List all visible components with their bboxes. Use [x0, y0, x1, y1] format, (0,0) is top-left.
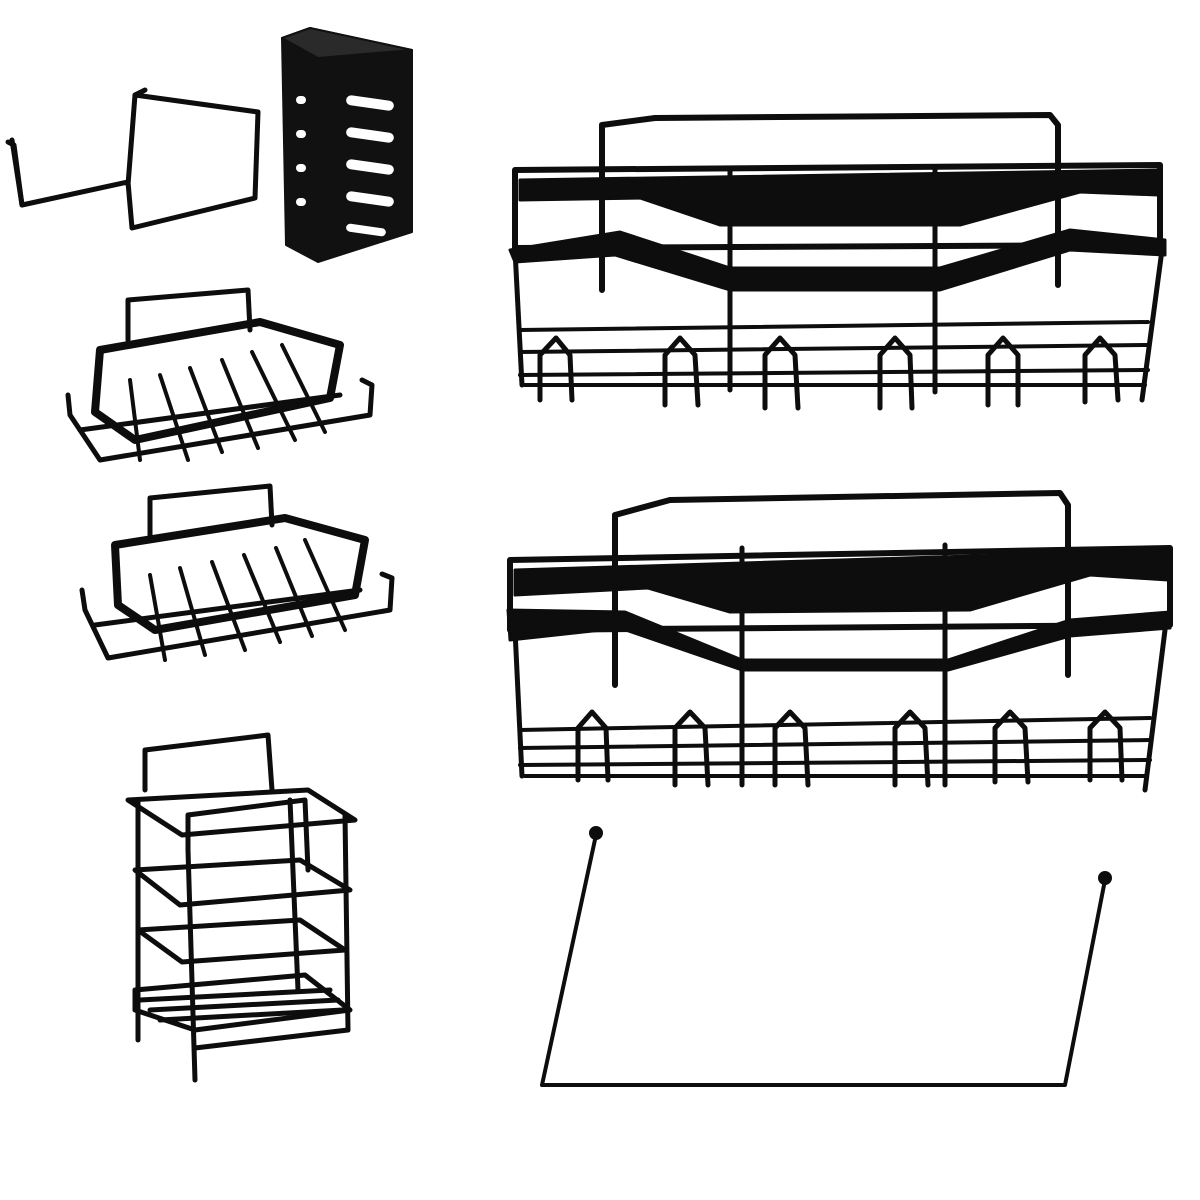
- small-wire-rack: [125, 732, 358, 1083]
- utensil-cup-holder: [281, 27, 413, 263]
- wall-bracket: [5, 87, 261, 231]
- soap-dish: [65, 287, 375, 463]
- large-wire-basket: [506, 490, 1173, 793]
- towel-bar: [540, 826, 1112, 1087]
- large-wire-basket: [508, 112, 1167, 411]
- soap-dish: [79, 483, 395, 662]
